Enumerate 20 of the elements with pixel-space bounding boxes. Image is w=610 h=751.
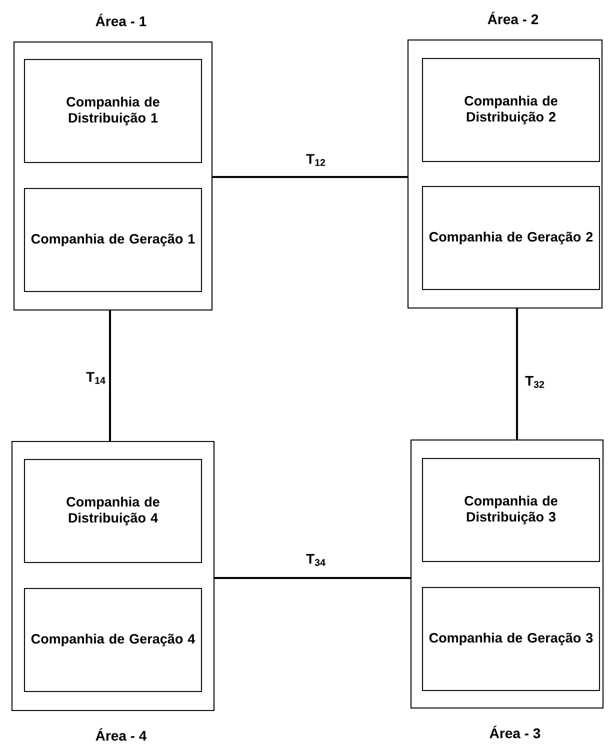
- area-heading: Área - 1: [96, 14, 146, 26]
- company-box: Companhia de Distribuição 4: [24, 459, 202, 563]
- company-box: Companhia de Distribuição 3: [422, 458, 600, 562]
- area-heading: Área - 2: [488, 12, 538, 24]
- edge-label: T$_{12}$: [306, 154, 326, 166]
- connection-line: [516, 308, 518, 440]
- connection-line: [214, 577, 410, 579]
- company-box: Companhia de Distribuição 2: [422, 58, 600, 162]
- edge-label: T$_{14}$: [86, 372, 106, 384]
- company-box: Companhia de Geração 1: [24, 188, 202, 292]
- area-heading: Área - 3: [490, 726, 540, 738]
- company-box: Companhia de Geração 3: [422, 587, 600, 691]
- edge-label: T$_{32}$: [525, 376, 544, 388]
- company-box: Companhia de Geração 4: [24, 588, 202, 692]
- area-heading: Área - 4: [96, 728, 147, 741]
- company-box: Companhia de Geração 2: [422, 186, 600, 290]
- connection-line: [109, 310, 111, 441]
- connection-line: [212, 176, 408, 178]
- company-box: Companhia de Distribuição 1: [24, 59, 202, 163]
- edge-label: T$_{34}$: [306, 554, 326, 566]
